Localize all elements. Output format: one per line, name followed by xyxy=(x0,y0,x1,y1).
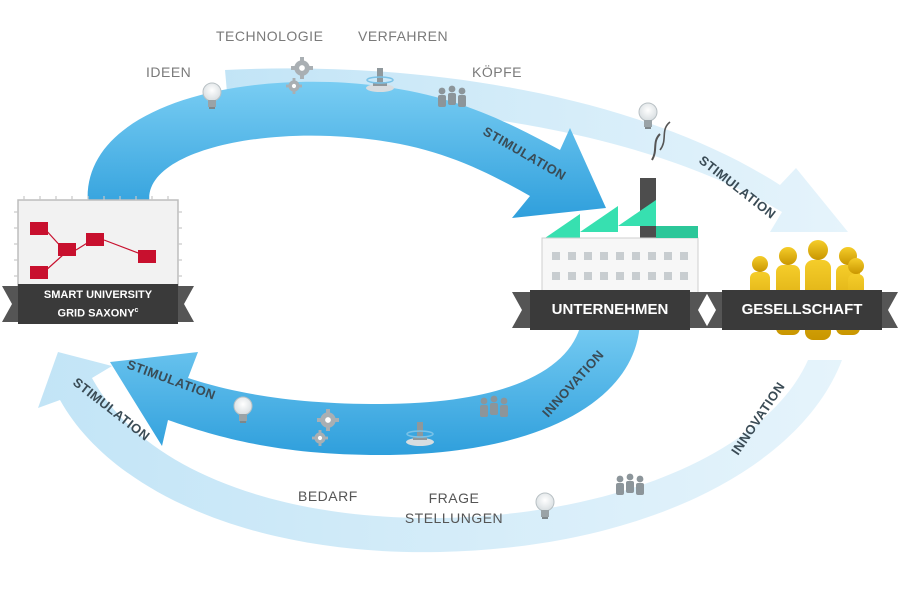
university-line2: GRID SAXONYc xyxy=(57,307,139,320)
label-ideen: IDEEN xyxy=(146,64,192,80)
label-verfahren: VERFAHREN xyxy=(358,28,449,44)
society-banner-text: GESELLSCHAFT xyxy=(741,301,863,318)
label-technologie: TECHNOLOGIE xyxy=(216,28,324,44)
label-frage-line1: FRAGE xyxy=(428,490,480,506)
people-icon xyxy=(480,395,508,417)
people-icon xyxy=(438,85,466,107)
chip-icon xyxy=(14,196,182,297)
university-line1: SMART UNIVERSITY xyxy=(43,289,153,301)
university-banner-text: SMART UNIVERSITY GRID SAXONYc xyxy=(18,288,178,322)
university-superscript: c xyxy=(134,307,139,314)
university-banner xyxy=(2,284,194,324)
label-bedarf: BEDARF xyxy=(298,488,358,504)
label-fragestellungen: FRAGE STELLUNGEN xyxy=(398,488,510,528)
people-icon xyxy=(616,473,644,495)
inner-top-arrow xyxy=(87,81,606,218)
outer-bottom-arrow xyxy=(38,352,842,553)
society-banner xyxy=(706,290,898,330)
label-koepfe: KÖPFE xyxy=(472,64,522,80)
label-frage-line2: STELLUNGEN xyxy=(404,510,504,526)
companies-banner xyxy=(512,290,708,330)
factory-icon xyxy=(541,121,699,297)
companies-banner-text: UNTERNEHMEN xyxy=(551,301,669,318)
